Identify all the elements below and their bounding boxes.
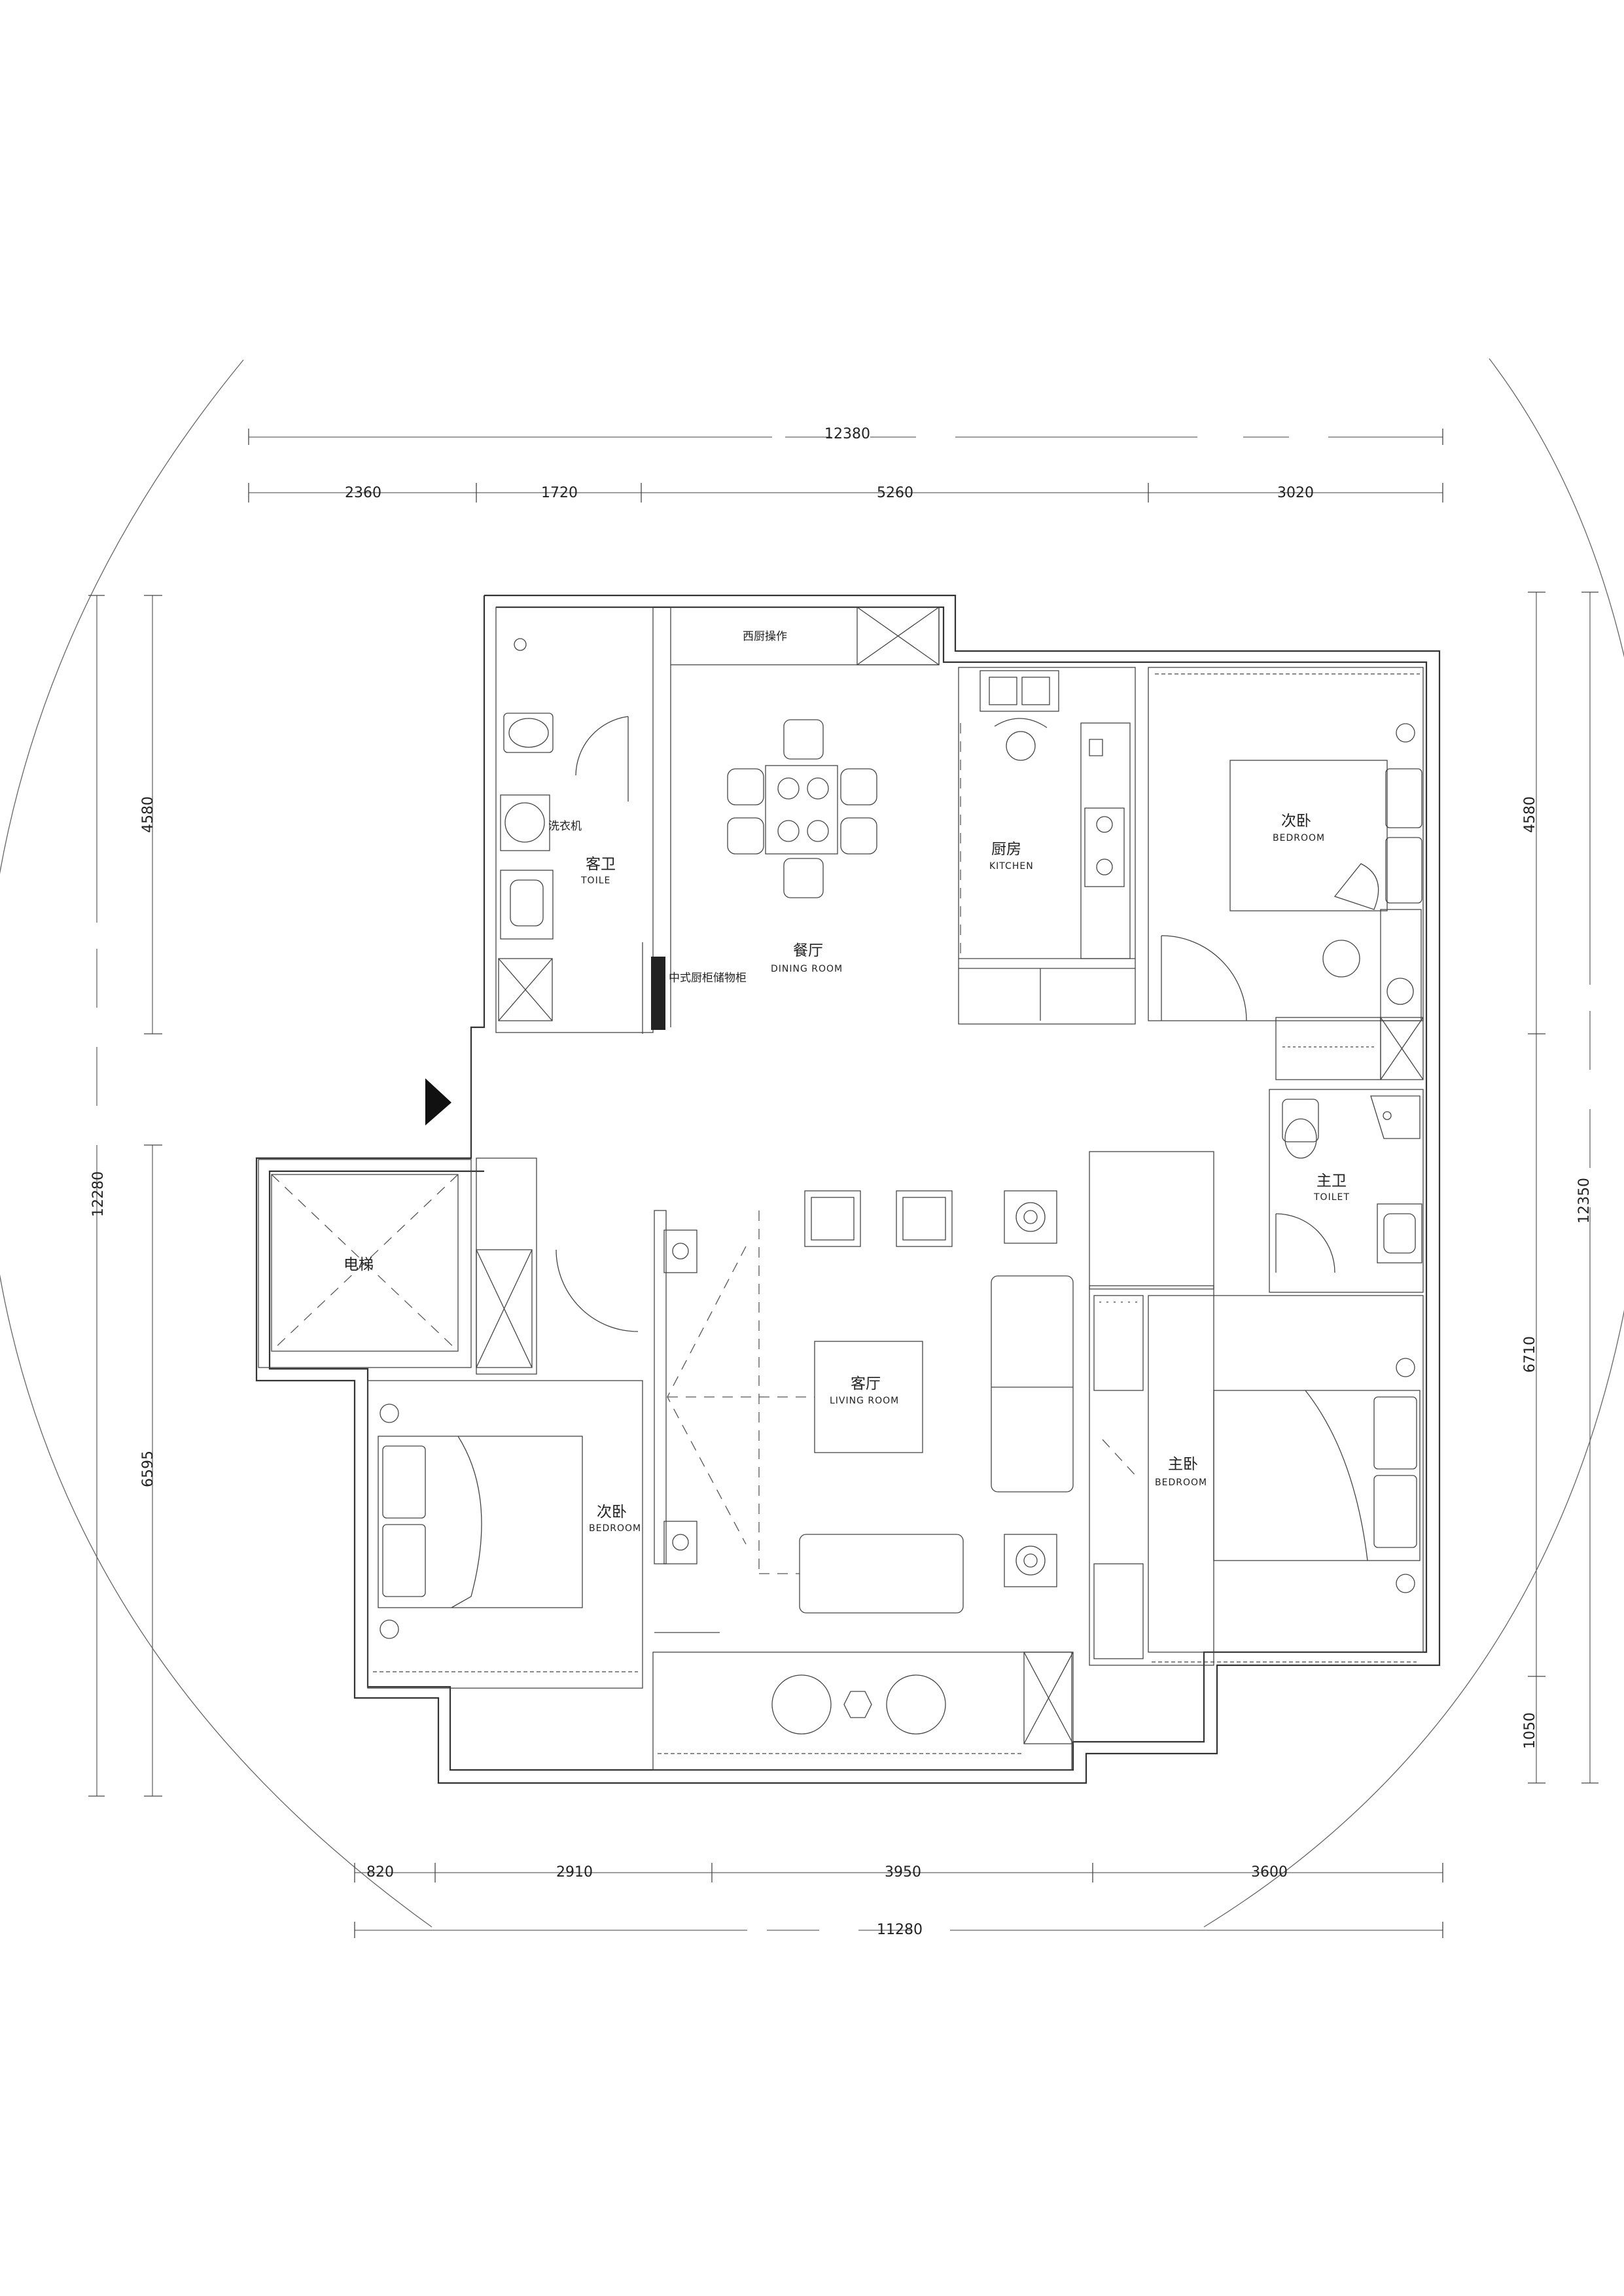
dim-bottom-3: 3950 xyxy=(885,1864,921,1881)
guest-toilet-cn: 客卫 xyxy=(586,856,616,873)
exterior-walls xyxy=(255,594,1441,1784)
guest-toilet-en: TOILE xyxy=(580,875,610,886)
bedroom-sw-cn: 次卧 xyxy=(597,1504,627,1521)
dining-en: DINING ROOM xyxy=(771,964,843,974)
shaft xyxy=(476,1249,639,1368)
bedroom-northeast: 次卧 BEDROOM xyxy=(1155,673,1422,1021)
dim-right-3: 1050 xyxy=(1522,1712,1538,1749)
dimension-right-total: 12350 xyxy=(1576,592,1598,1784)
dim-right-2: 6710 xyxy=(1522,1336,1538,1373)
dim-bottom-4: 3600 xyxy=(1251,1864,1288,1881)
cabinet-note: 中式厨柜储物柜 xyxy=(669,972,747,985)
master-toilet: 主卫 TOILET xyxy=(1275,1095,1422,1273)
living-cn: 客厅 xyxy=(851,1375,881,1392)
dim-bottom-total: 11280 xyxy=(877,1922,923,1938)
dimension-left-total: 12280 xyxy=(88,595,107,1797)
kitchen: 厨房 KITCHEN xyxy=(959,670,1135,1021)
dimension-top-segments: 2360 1720 5260 3020 xyxy=(248,483,1443,503)
bedroom-sw-en: BEDROOM xyxy=(589,1523,641,1534)
bedroom-ne-en: BEDROOM xyxy=(1273,833,1325,843)
master-toilet-cn: 主卫 xyxy=(1316,1173,1347,1190)
bedroom-ne-cn: 次卧 xyxy=(1281,813,1311,830)
living-room: 客厅 LIVING ROOM xyxy=(654,1190,1074,1754)
master-bedroom-cn: 主卧 xyxy=(1168,1456,1198,1473)
dim-top-2: 1720 xyxy=(541,485,578,501)
dim-bottom-1: 820 xyxy=(366,1864,394,1881)
dim-left-total: 12280 xyxy=(90,1171,107,1217)
bedroom-southwest: 次卧 BEDROOM xyxy=(373,1404,641,1672)
kitchen-cn: 厨房 xyxy=(991,841,1021,858)
dim-top-4: 3020 xyxy=(1277,485,1314,501)
kitchen-en: KITCHEN xyxy=(989,861,1034,872)
dim-right-total: 12350 xyxy=(1576,1178,1593,1224)
master-bedroom-en: BEDROOM xyxy=(1155,1477,1207,1488)
dim-left-2: 6595 xyxy=(140,1451,156,1487)
master-toilet-en: TOILET xyxy=(1313,1192,1350,1203)
guest-toilet: 洗衣机 客卫 TOILE xyxy=(498,638,629,1021)
elevator-cn: 电梯 xyxy=(344,1256,374,1273)
entrance-arrow xyxy=(425,1078,451,1125)
outer-arcs xyxy=(0,358,1624,1928)
dimension-top-total: 12380 xyxy=(248,426,1443,445)
dining-cn: 餐厅 xyxy=(793,942,823,959)
dim-top-3: 5260 xyxy=(877,485,913,501)
dimension-left-segments: 4580 6595 xyxy=(140,595,162,1797)
dining-room: 西厨操作 中式厨柜储物柜 餐厅 DINING ROOM xyxy=(651,630,877,1030)
dimension-bottom-total: 11280 xyxy=(354,1922,1443,1938)
wardrobe-strip xyxy=(1275,1017,1424,1080)
sideboard-label: 西厨操作 xyxy=(743,630,787,643)
dim-top-total: 12380 xyxy=(824,426,870,442)
interior-walls xyxy=(367,607,1424,1771)
dim-right-1: 4580 xyxy=(1522,796,1538,833)
dimension-right-segments: 4580 6710 1050 xyxy=(1522,592,1545,1784)
dimension-bottom-segments: 820 2910 3950 3600 xyxy=(354,1863,1443,1882)
master-bedroom: 主卧 BEDROOM xyxy=(1093,1295,1421,1663)
elevator: 电梯 xyxy=(258,1159,472,1368)
dim-left-1: 4580 xyxy=(140,796,156,833)
dim-bottom-2: 2910 xyxy=(556,1864,593,1881)
living-en: LIVING ROOM xyxy=(830,1396,899,1406)
dining-chairs xyxy=(727,719,877,898)
dim-top-1: 2360 xyxy=(345,485,381,501)
washer-label: 洗衣机 xyxy=(548,820,582,833)
